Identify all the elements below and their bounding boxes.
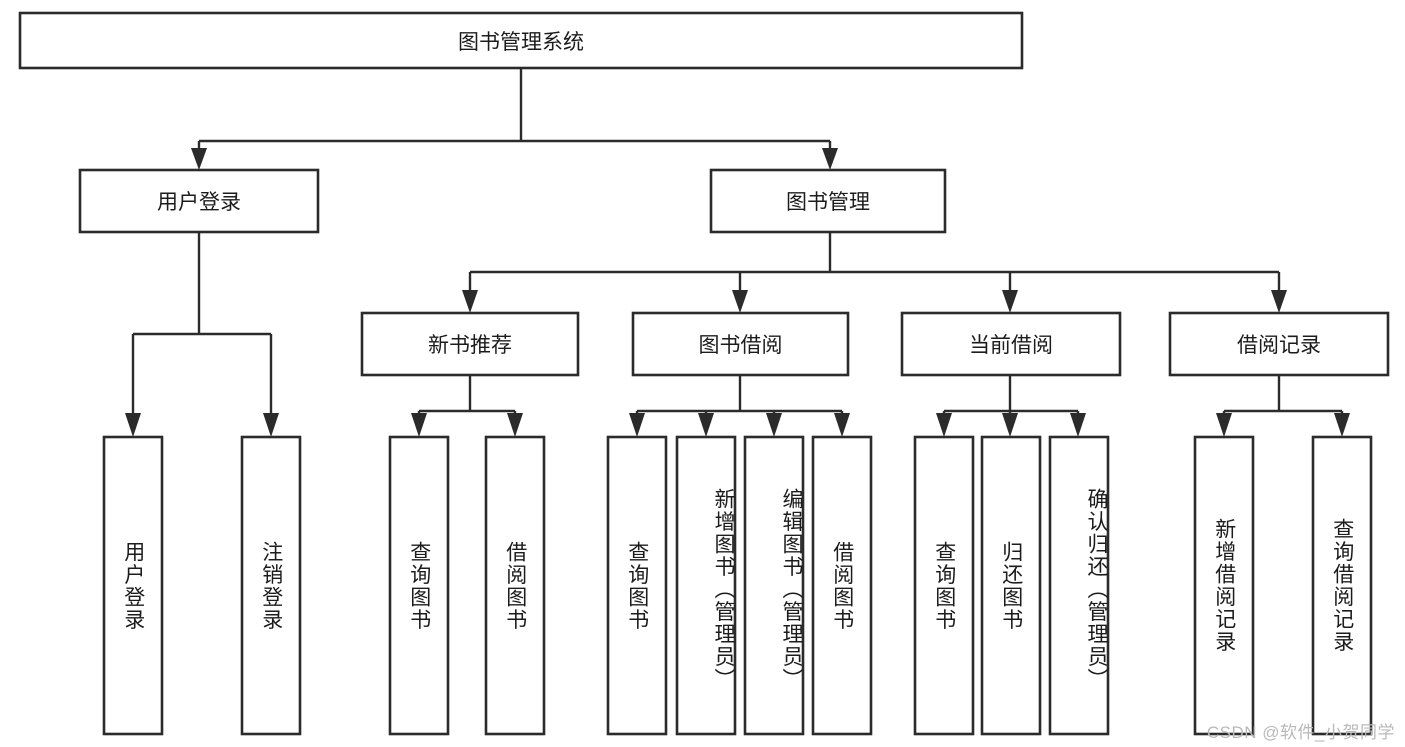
node-borrow-record[interactable] (1168, 311, 1390, 377)
arrow-to-leaf-confirm-return (1070, 413, 1086, 437)
arrow-to-book-manage (822, 148, 838, 170)
arrow-to-leaf-add-record (1216, 413, 1232, 437)
arrow-to-leaf-borrow-book-1 (507, 413, 523, 437)
arrow-to-leaf-return-book (1002, 413, 1018, 437)
arrow-to-leaf-add-book (698, 413, 714, 437)
arrow-to-leaf-borrow-book-2 (834, 413, 850, 437)
node-user-login[interactable] (78, 168, 320, 234)
node-box-layer (18, 11, 1390, 736)
arrow-to-leaf-user-login (125, 413, 141, 437)
node-leaf-query-book-2[interactable] (606, 435, 668, 736)
connector-layer (125, 68, 1350, 437)
arrow-to-leaf-edit-book (766, 413, 782, 437)
node-leaf-user-logout[interactable] (240, 435, 302, 736)
arrow-to-leaf-query-book-2 (629, 413, 645, 437)
node-root[interactable] (18, 11, 1024, 70)
arrow-to-borrow-record (1271, 290, 1287, 313)
node-new-book-recommend[interactable] (360, 311, 580, 377)
node-leaf-confirm-return[interactable] (1048, 435, 1110, 736)
node-leaf-query-record[interactable] (1311, 435, 1373, 736)
node-book-borrow[interactable] (631, 311, 850, 377)
arrow-to-current-borrow (1002, 290, 1018, 313)
node-book-manage[interactable] (709, 168, 947, 234)
node-leaf-user-login[interactable] (102, 435, 164, 736)
arrow-to-user-login (191, 148, 207, 170)
arrow-to-book-borrow (732, 290, 748, 313)
node-leaf-return-book[interactable] (980, 435, 1042, 736)
node-leaf-edit-book[interactable] (743, 435, 805, 736)
arrow-to-new-book-recommend (462, 290, 478, 313)
node-leaf-borrow-book-1[interactable] (484, 435, 546, 736)
arrow-to-leaf-query-book-3 (936, 413, 952, 437)
node-leaf-add-record[interactable] (1193, 435, 1255, 736)
node-leaf-add-book[interactable] (675, 435, 737, 736)
node-current-borrow[interactable] (900, 311, 1122, 377)
node-leaf-query-book-1[interactable] (388, 435, 450, 736)
arrow-to-leaf-user-logout (263, 413, 279, 437)
arrow-to-leaf-query-book-1 (411, 413, 427, 437)
arrow-to-leaf-query-record (1334, 413, 1350, 437)
node-leaf-borrow-book-2[interactable] (811, 435, 873, 736)
watermark: CSDN @软件_小贺同学 (1206, 723, 1395, 742)
node-leaf-query-book-3[interactable] (913, 435, 975, 736)
